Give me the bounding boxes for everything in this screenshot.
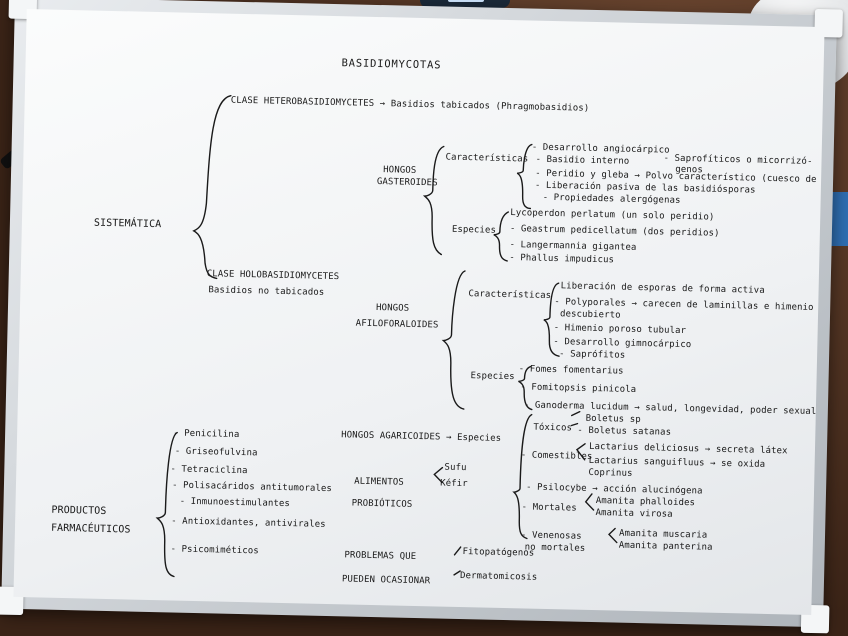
gast-caract-2: - Basidio interno [535, 154, 630, 167]
probioticos-label: PROBIÓTICOS [351, 498, 413, 510]
problemas-label: PROBLEMAS QUE [344, 550, 417, 562]
gast-especies-label: Especies [451, 224, 497, 236]
toxico-2: - Boletus satanas [577, 425, 672, 438]
afil-caract-3: descubierto [559, 309, 621, 321]
mortales-label: - Mortales [521, 502, 577, 514]
producto-2: - Griseofulvina [174, 446, 258, 459]
productos-label: PRODUCTOS [51, 504, 107, 517]
alimentos-label: ALIMENTOS [354, 476, 404, 488]
gast-caract-label: Características [445, 152, 529, 165]
farmaceuticos-label: FARMACÉUTICOS [50, 522, 131, 536]
whiteboard: BASIDIOMYCOTAS SISTEMÁTICA CLASE HETEROB… [13, 9, 825, 615]
producto-7: - Psicomiméticos [170, 544, 259, 557]
comestibles-label: - Comestibles [520, 450, 593, 462]
comestible-3: Coprinus [588, 467, 633, 479]
producto-3: - Tetraciclina [170, 464, 248, 477]
fitopatogenos: Fitopatógenos [462, 547, 535, 559]
brace-lines [155, 94, 618, 578]
saprofitos-2: genos [675, 164, 703, 176]
producto-1: - Penicilina [173, 428, 240, 440]
pueden-label: PUEDEN OCASIONAR [341, 574, 431, 587]
lamp [420, 0, 510, 8]
board-title: BASIDIOMYCOTAS [341, 57, 442, 72]
mortal-2: Amanita virosa [595, 508, 673, 520]
venenosa-1: Amanita muscaria [618, 528, 708, 541]
kefir: Kéfir [440, 478, 468, 490]
sistematica-label: SISTEMÁTICA [93, 217, 162, 231]
dermatomicosis: Dermatomicosis [459, 570, 538, 583]
toxico-1: Boletus sp [585, 413, 641, 426]
toxicos-label: Tóxicos [533, 422, 573, 434]
venenosas-label: - Venenosas [520, 530, 582, 542]
venenosa-2: Amanita panterina [618, 540, 713, 553]
hongos-gasteroides-2: GASTEROIDES [376, 177, 438, 189]
hongos-gasteroides-1: HONGOS [383, 165, 417, 176]
afil-especies-label: Especies [470, 371, 515, 383]
afil-caract-label: Características [468, 289, 552, 301]
sufu: Sufu [444, 462, 467, 474]
afil-caract-6: - Saprófitos [558, 349, 626, 361]
hongos-afil-1: HONGOS [375, 303, 410, 314]
hongos-afil-2: AFILOFORALOIDES [355, 318, 439, 331]
